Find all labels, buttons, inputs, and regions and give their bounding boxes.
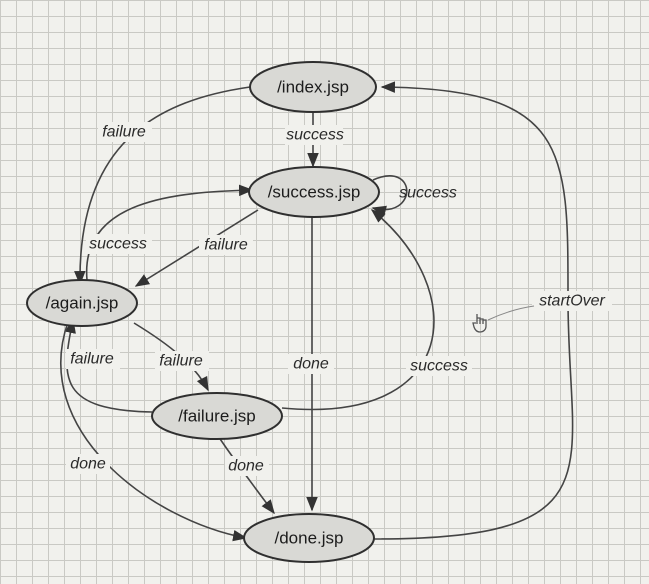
edge-failure-done <box>217 435 275 515</box>
edge-success-again <box>134 209 259 287</box>
edges <box>60 81 574 542</box>
edge-labels: success failure success failure success … <box>66 122 612 476</box>
edge-label-again-done: done <box>70 456 106 473</box>
node-label-done: /done.jsp <box>275 529 344 548</box>
edge-label-success-again: failure <box>204 237 248 254</box>
cursor-leader <box>487 305 535 321</box>
node-done[interactable]: /done.jsp <box>243 513 375 563</box>
edge-label-success-done: done <box>293 356 329 373</box>
node-index[interactable]: /index.jsp <box>249 61 377 113</box>
edge-label-success-self: success <box>399 185 457 202</box>
edge-label-again-success: success <box>89 236 147 253</box>
edge-failure-again <box>64 318 153 413</box>
edge-label-again-failure: failure <box>159 353 203 370</box>
edge-done-index <box>373 81 574 540</box>
edge-label-failure-success: success <box>410 358 468 375</box>
node-label-index: /index.jsp <box>277 78 349 97</box>
node-label-again: /again.jsp <box>46 294 119 313</box>
edge-success-self <box>371 175 408 217</box>
hand-pointer-icon <box>472 314 487 333</box>
node-label-success: /success.jsp <box>268 183 361 202</box>
edge-label-index-success: success <box>286 127 344 144</box>
node-failure[interactable]: /failure.jsp <box>151 392 283 440</box>
edge-label-failure-again: failure <box>70 351 114 368</box>
node-again[interactable]: /again.jsp <box>26 279 138 327</box>
node-label-failure: /failure.jsp <box>178 407 255 426</box>
edge-label-done-index: startOver <box>539 293 605 310</box>
node-success[interactable]: /success.jsp <box>248 166 380 218</box>
edge-failure-success <box>281 209 435 411</box>
edge-label-failure-done: done <box>228 458 264 475</box>
edge-label-index-again: failure <box>102 124 146 141</box>
